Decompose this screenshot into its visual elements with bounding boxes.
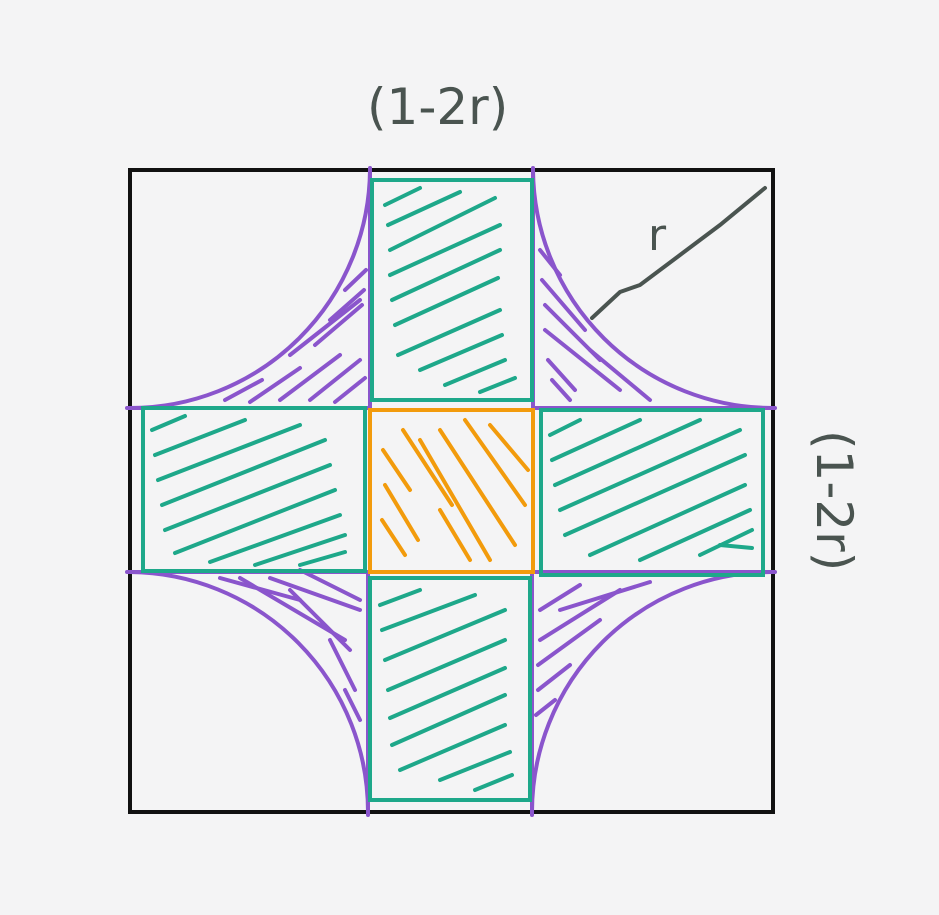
- teal-rect-bottom: [368, 576, 532, 802]
- center-square: [368, 408, 535, 574]
- orange-hatching: [380, 418, 530, 562]
- outer-square: [128, 168, 775, 814]
- radius-line: [590, 186, 767, 320]
- teal-hatching: [150, 186, 754, 792]
- corner-arcs: [128, 168, 775, 814]
- arc-top-right: [531, 168, 775, 410]
- top-dimension-label: (1-2r): [367, 78, 509, 136]
- right-dimension-label: (1-2r): [805, 430, 863, 572]
- radius-label: r: [648, 210, 667, 261]
- arc-top-left: [128, 168, 372, 410]
- arc-bottom-right: [530, 569, 775, 814]
- teal-rect-left: [141, 406, 367, 573]
- arc-bottom-left: [128, 570, 370, 814]
- teal-rect-right: [539, 408, 765, 577]
- teal-rectangles: [141, 178, 765, 802]
- teal-rect-top: [370, 178, 534, 402]
